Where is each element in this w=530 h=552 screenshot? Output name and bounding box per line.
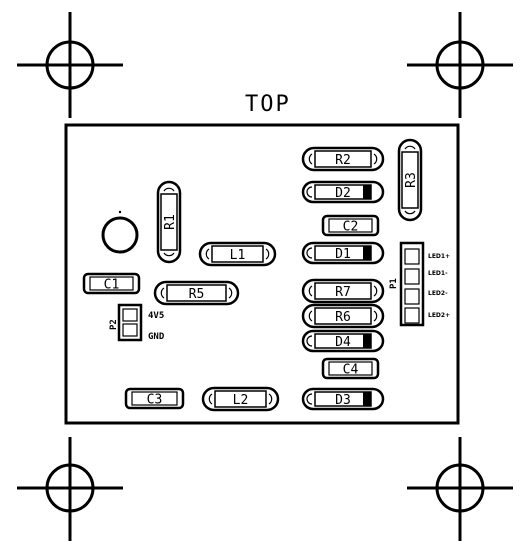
board-outline — [64, 123, 460, 425]
registration-mark-bottom-left — [17, 437, 123, 541]
p1-pin-1-label: LED1+ — [428, 253, 450, 260]
component-r5: R5 — [153, 280, 240, 306]
connector-p2: P2 4V5 GND — [109, 303, 165, 342]
component-l2: L2 — [201, 386, 280, 412]
component-d2-label: D2 — [335, 186, 351, 201]
component-r5-label: R5 — [189, 287, 205, 302]
component-r3-label: R3 — [404, 172, 419, 188]
component-l1-label: L1 — [230, 248, 246, 263]
component-c2-label: C2 — [343, 220, 359, 235]
component-c4-label: C4 — [343, 363, 359, 378]
component-r7-label: R7 — [335, 285, 351, 300]
component-c1-label: C1 — [104, 278, 120, 293]
connector-p1-label: P1 — [389, 278, 399, 289]
p1-pin-2-label: LED1- — [428, 270, 448, 277]
component-d4: D4 — [301, 329, 385, 353]
p2-pin-2-label: GND — [148, 332, 165, 342]
registration-mark-top-left — [17, 12, 123, 118]
connector-p2-label: P2 — [109, 319, 119, 330]
p1-pin-3-label: LED2- — [428, 290, 448, 297]
component-d3: D3 — [301, 387, 385, 411]
component-c2: C2 — [321, 214, 380, 237]
component-c3: C3 — [124, 387, 185, 410]
component-d4-label: D4 — [335, 335, 351, 350]
p1-pin-4-label: LED2+ — [428, 312, 450, 319]
component-r2-label: R2 — [335, 153, 351, 168]
component-l1: L1 — [198, 241, 277, 267]
connector-p1: P1 LED1+ LED1- LED2- LED2+ — [389, 241, 450, 327]
component-d3-label: D3 — [335, 393, 351, 408]
board-side-label: TOP — [245, 92, 291, 117]
component-r1: R1 — [156, 180, 182, 264]
component-r7: R7 — [301, 278, 385, 304]
component-d1: D1 — [301, 241, 385, 265]
component-r3: R3 — [397, 138, 423, 222]
component-r2: R2 — [301, 146, 385, 172]
component-r6: R6 — [301, 303, 385, 329]
component-l2-label: L2 — [233, 393, 249, 408]
component-d1-label: D1 — [335, 247, 351, 262]
round-part-outline — [101, 216, 139, 254]
round-part-marker — [118, 210, 122, 214]
component-c3-label: C3 — [147, 393, 163, 408]
component-r6-label: R6 — [335, 310, 351, 325]
component-d2: D2 — [301, 180, 385, 204]
component-c4: C4 — [321, 357, 380, 380]
component-r1-label: R1 — [163, 214, 178, 230]
registration-mark-bottom-right — [407, 437, 513, 541]
p2-pin-1-label: 4V5 — [148, 311, 164, 321]
component-c1: C1 — [82, 272, 141, 295]
registration-mark-top-right — [407, 12, 513, 118]
